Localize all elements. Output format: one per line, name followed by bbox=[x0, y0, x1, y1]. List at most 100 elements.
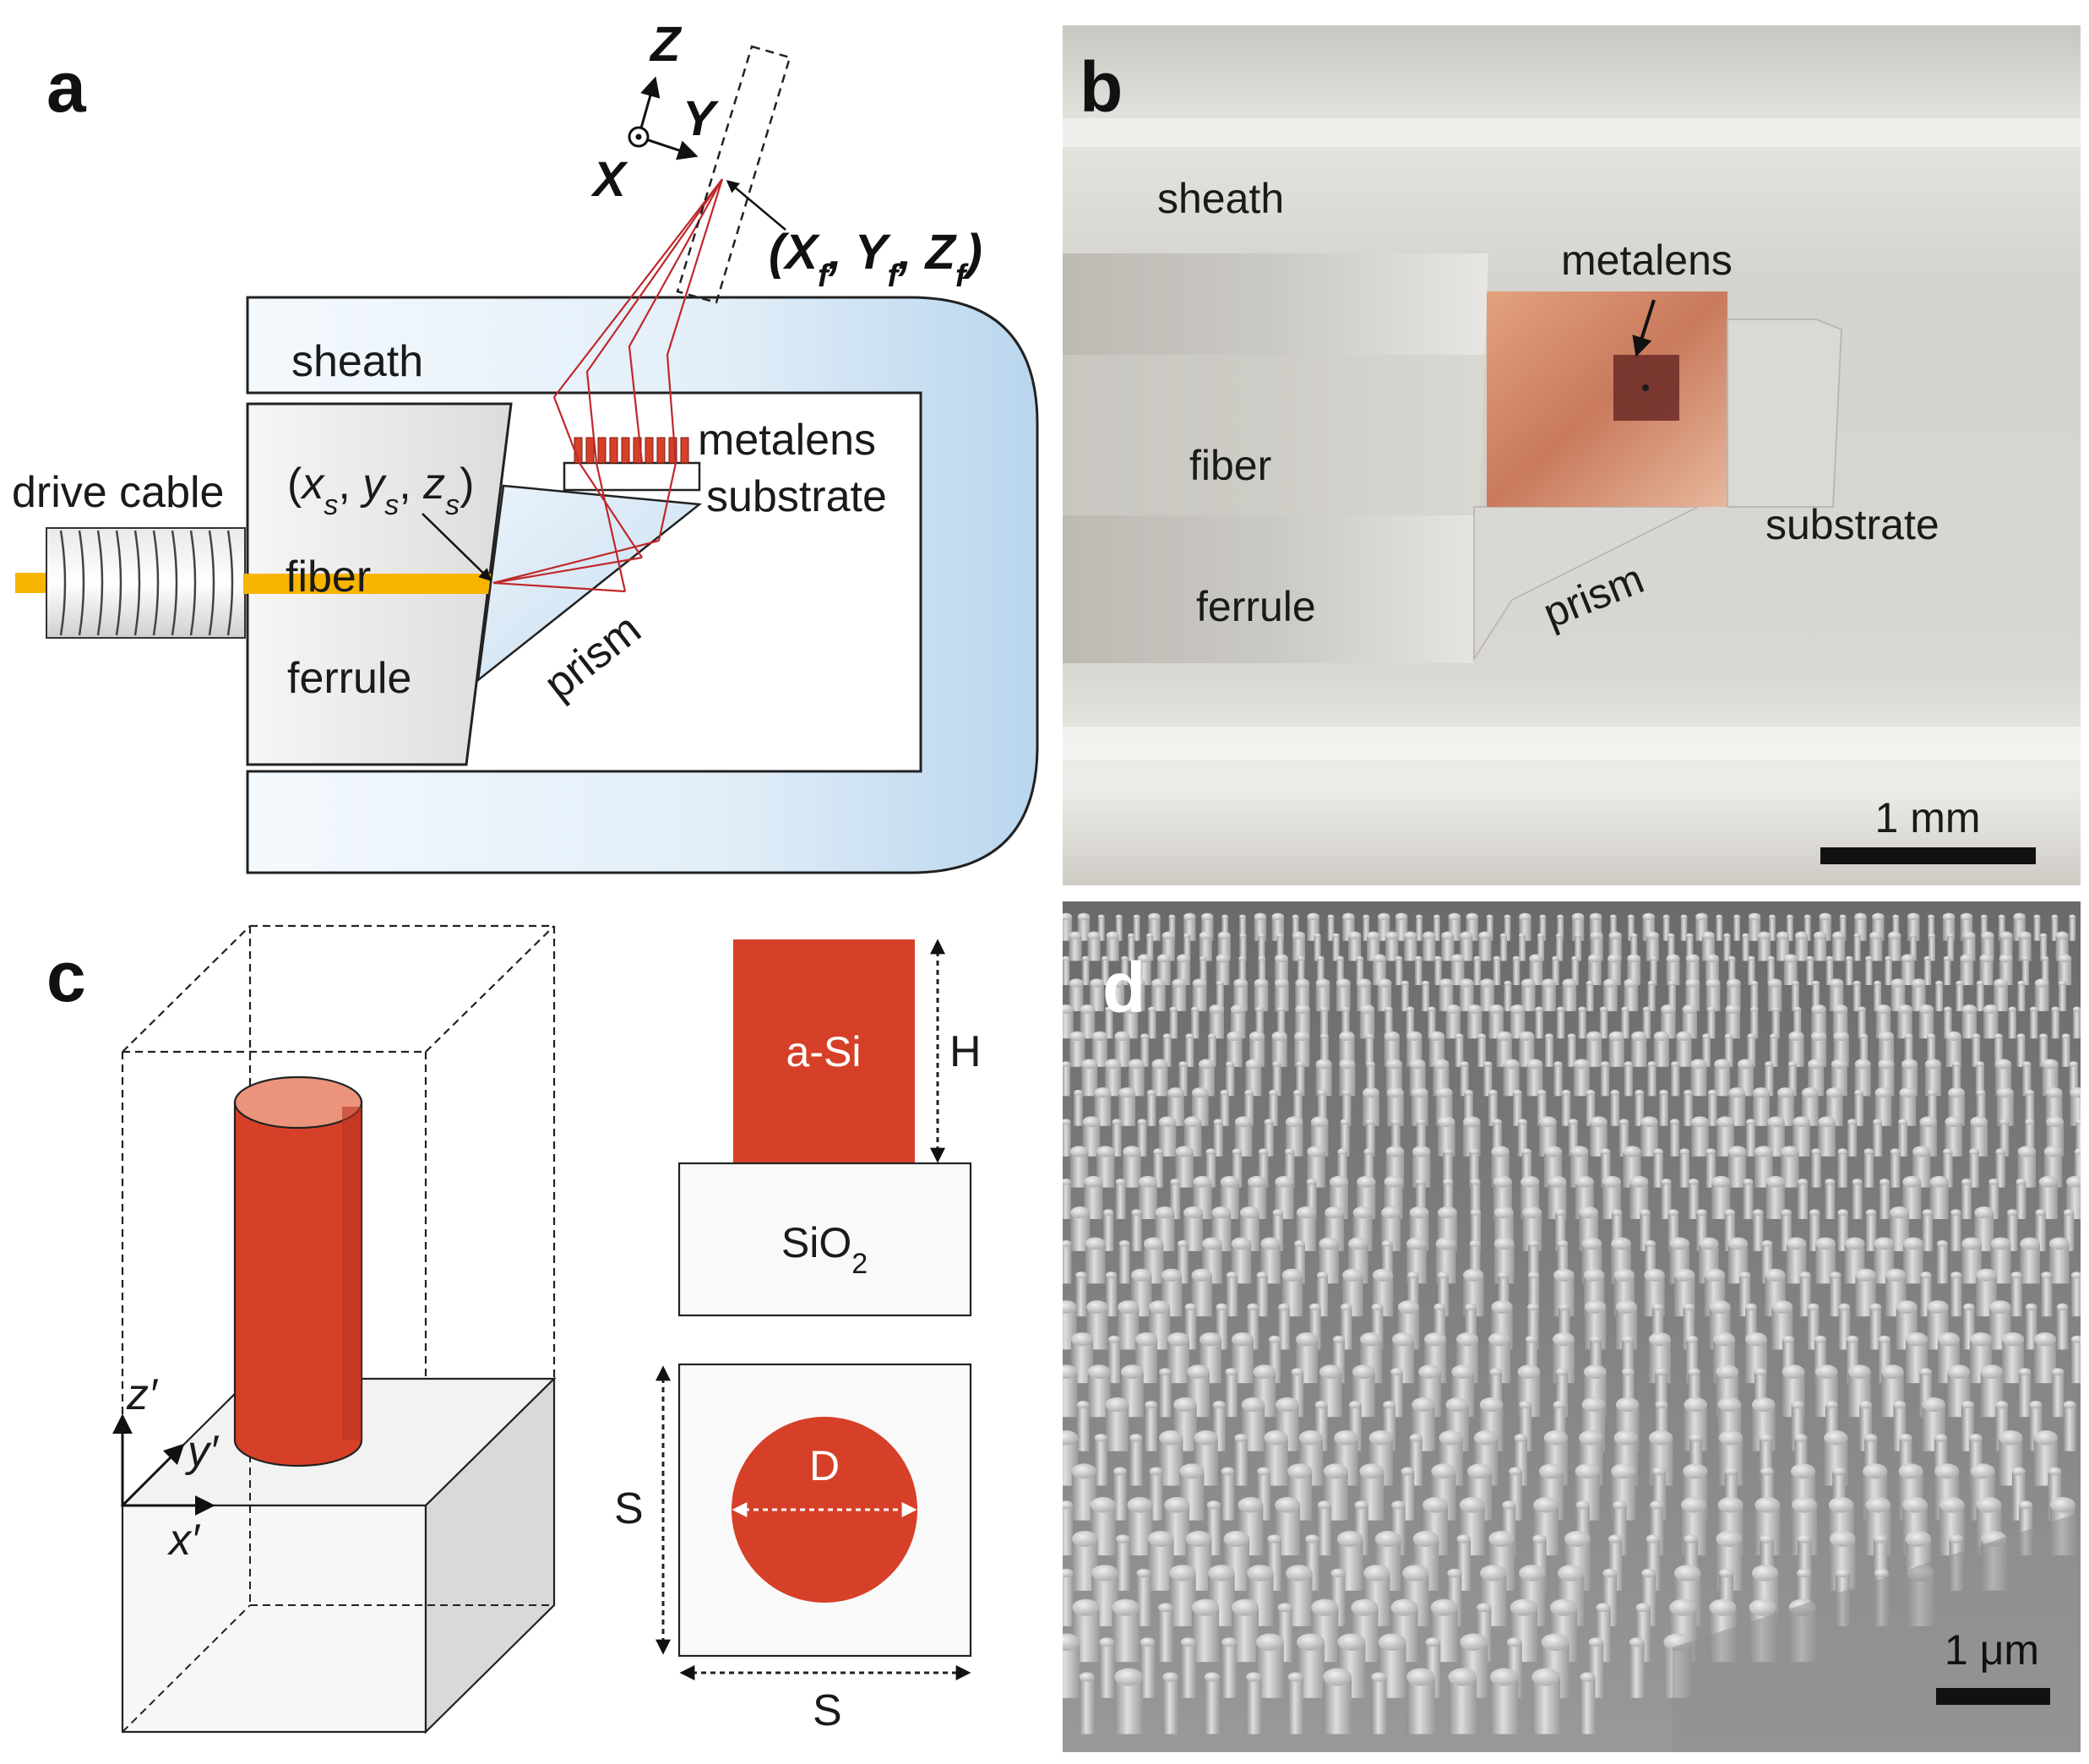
sem-pillar bbox=[1711, 1181, 1731, 1219]
sem-pillar-top bbox=[1999, 931, 2013, 939]
sem-pillar-top bbox=[1646, 931, 1659, 939]
sem-pillar-top bbox=[1131, 1209, 1142, 1216]
sem-pillar-top bbox=[1137, 1119, 1147, 1125]
sem-pillar-top bbox=[1227, 1031, 1243, 1042]
sem-pillar-top bbox=[1431, 1463, 1456, 1479]
sem-pillar-top bbox=[1317, 1089, 1327, 1096]
sem-pillar-top bbox=[1185, 1033, 1194, 1039]
sem-pillar bbox=[1578, 1009, 1586, 1039]
sem-pillar bbox=[1950, 1275, 1962, 1317]
sem-pillar-top bbox=[1911, 978, 1926, 988]
sem-pillar bbox=[1975, 1064, 1984, 1097]
sem-pillar-top bbox=[1696, 1209, 1707, 1216]
sem-pillar bbox=[1811, 1151, 1821, 1188]
sem-pillar bbox=[1725, 1009, 1740, 1039]
sem-pillar-top bbox=[1765, 1175, 1785, 1188]
sem-pillar-top bbox=[1423, 931, 1436, 939]
sem-pillar bbox=[1307, 1151, 1325, 1188]
sem-pillar-top bbox=[1750, 1006, 1759, 1012]
sem-pillar-top bbox=[1254, 978, 1269, 988]
sem-pillar bbox=[2016, 1036, 2026, 1067]
sem-pillar bbox=[1998, 917, 2005, 941]
sem-pillar bbox=[2048, 1243, 2070, 1284]
sem-pillar bbox=[1952, 1064, 1961, 1097]
sem-pillar-top bbox=[1260, 1237, 1281, 1250]
sem-pillar bbox=[1994, 983, 2008, 1011]
axis-x-label: X bbox=[590, 152, 628, 207]
sem-pillar-top bbox=[1191, 1087, 1209, 1098]
sem-pillar-top bbox=[1585, 1300, 1607, 1314]
sem-pillar-top bbox=[1994, 1033, 2003, 1039]
sem-pillar bbox=[1853, 935, 1861, 961]
panel-a: a sheath drive cable ferrule fiber prism… bbox=[12, 17, 1039, 874]
sem-pillar-top bbox=[1818, 1116, 1836, 1128]
sem-pillar-top bbox=[1669, 1119, 1680, 1125]
sem-pillar-top bbox=[1177, 954, 1191, 963]
sem-pillar-top bbox=[1909, 933, 1917, 938]
sem-pillar bbox=[1145, 1404, 1158, 1451]
sem-pillar bbox=[1911, 983, 1926, 1011]
sem-pillar-top bbox=[1143, 1237, 1164, 1250]
sem-pillar bbox=[1960, 958, 1974, 986]
sem-pillar-top bbox=[1232, 1148, 1243, 1155]
sem-pillar-top bbox=[1292, 931, 1306, 939]
sem-pillar-top bbox=[1924, 1059, 1941, 1070]
photo-metalens-chip bbox=[1487, 291, 1727, 507]
sem-pillar bbox=[1716, 917, 1723, 941]
sem-pillar-top bbox=[1558, 1565, 1585, 1582]
sem-pillar-top bbox=[2025, 1303, 2037, 1311]
sem-pillar-top bbox=[1600, 1061, 1610, 1067]
sem-pillar-top bbox=[1557, 914, 1564, 919]
sem-pillar-top bbox=[1294, 1240, 1306, 1247]
sem-pillar-top bbox=[1532, 1534, 1547, 1544]
sem-pillar-top bbox=[1788, 1031, 1804, 1042]
sem-pillar-top bbox=[1608, 931, 1622, 939]
sem-pillar bbox=[1295, 983, 1309, 1011]
sem-pillar bbox=[1783, 958, 1798, 986]
sem-pillar bbox=[1365, 1036, 1374, 1067]
sem-pillar bbox=[1852, 983, 1861, 1011]
sem-pillar-top bbox=[1264, 1119, 1274, 1125]
sem-pillar bbox=[1332, 935, 1340, 961]
sem-pillar-top bbox=[1596, 1603, 1611, 1613]
sem-pillar-top bbox=[1578, 1006, 1586, 1012]
sem-pillar-top bbox=[1825, 956, 1834, 961]
substrate-block bbox=[563, 461, 701, 492]
sem-pillar-top bbox=[1447, 1568, 1462, 1578]
sem-pillar-top bbox=[1348, 931, 1362, 939]
sem-pillar-top bbox=[1221, 914, 1228, 919]
sem-pillar-top bbox=[1198, 1059, 1215, 1070]
sem-pillar bbox=[1504, 917, 1511, 941]
sem-pillar bbox=[1276, 1009, 1286, 1039]
sem-pillar bbox=[1116, 1538, 1130, 1591]
sem-pillar-top bbox=[1661, 1004, 1676, 1014]
sem-pillar-top bbox=[1885, 956, 1892, 961]
sem-pillar-top bbox=[1854, 912, 1867, 921]
sem-pillar-top bbox=[1667, 1209, 1679, 1216]
sem-pillar-top bbox=[1874, 1087, 1892, 1098]
sem-pillar-top bbox=[1330, 1568, 1346, 1578]
sem-pillar-top bbox=[1205, 1148, 1216, 1155]
sem-pillar-top bbox=[2018, 1368, 2032, 1376]
sem-pillar-top bbox=[1645, 1240, 1656, 1247]
top-view: D S S bbox=[614, 1363, 972, 1735]
sem-pillar-top bbox=[1995, 1401, 2009, 1409]
sem-pillar-top bbox=[1558, 1303, 1570, 1311]
sem-pillar bbox=[1416, 1121, 1426, 1157]
sem-pillar bbox=[1618, 1121, 1629, 1157]
sem-pillar-top bbox=[1518, 933, 1526, 938]
sem-pillar-top bbox=[1183, 912, 1196, 921]
sem-pillar-top bbox=[2071, 1271, 2081, 1279]
sem-pillar bbox=[1128, 935, 1135, 961]
sem-pillar bbox=[1927, 1036, 1935, 1067]
sem-pillar-top bbox=[1961, 1401, 1974, 1409]
sem-pillar-top bbox=[1434, 956, 1442, 961]
sem-pillar bbox=[1460, 1064, 1469, 1097]
sem-pillar-top bbox=[1937, 1240, 1948, 1247]
sem-pillar-top bbox=[1077, 912, 1091, 921]
sem-pillar-top bbox=[1781, 1209, 1792, 1216]
sem-pillar-top bbox=[1183, 933, 1191, 938]
sem-pillar bbox=[1575, 935, 1582, 961]
sem-pillar-top bbox=[1498, 1271, 1510, 1279]
sem-pillar-top bbox=[1716, 914, 1723, 919]
